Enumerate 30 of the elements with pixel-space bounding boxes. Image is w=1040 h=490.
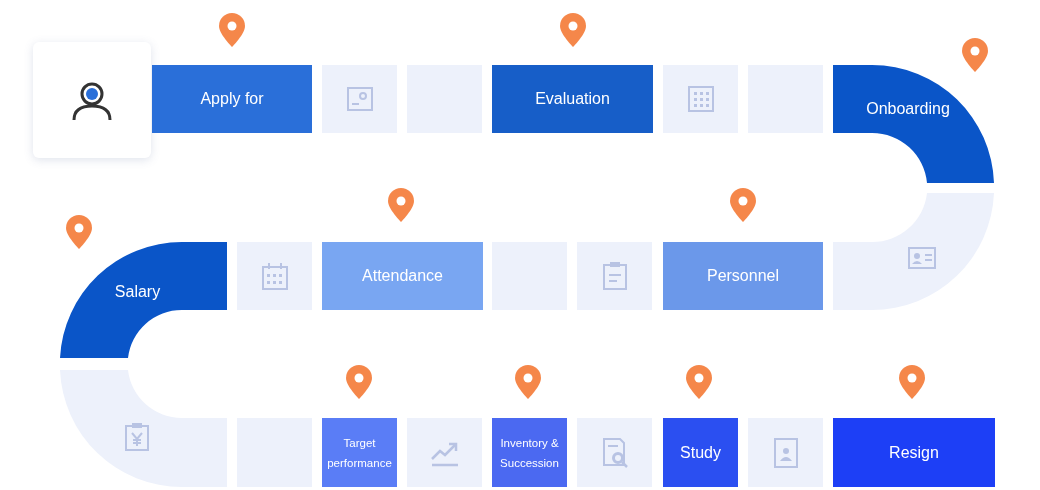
step-label: Attendance	[361, 266, 444, 286]
step-label: Study	[679, 442, 722, 463]
step-box	[663, 418, 738, 487]
step-label: Target performance	[326, 435, 393, 471]
step-label: Evaluation	[534, 89, 611, 109]
path-tile	[748, 418, 823, 487]
step-label: Onboarding	[865, 99, 951, 119]
step-box	[492, 418, 567, 487]
step-label: Resign	[888, 442, 940, 463]
step-box	[152, 65, 312, 133]
curved-path-band	[833, 193, 995, 310]
step-label: Inventory & Succession	[499, 435, 560, 471]
path-tile	[577, 242, 652, 310]
path-tile	[663, 65, 738, 133]
path-tile	[577, 418, 652, 487]
step-box	[322, 418, 397, 487]
path-tile	[322, 65, 397, 133]
profile-card	[33, 42, 151, 158]
step-label: Personnel	[705, 266, 780, 286]
curved-path-band	[60, 370, 227, 487]
curved-step-band	[833, 65, 995, 183]
step-box	[492, 65, 653, 133]
path-tile	[407, 418, 482, 487]
step-box	[663, 242, 823, 310]
path-tile	[237, 242, 312, 310]
step-box	[322, 242, 483, 310]
step-label: Salary	[113, 282, 162, 302]
curved-step-band	[60, 242, 227, 358]
step-label: Apply for	[199, 89, 265, 109]
step-box	[833, 418, 995, 487]
